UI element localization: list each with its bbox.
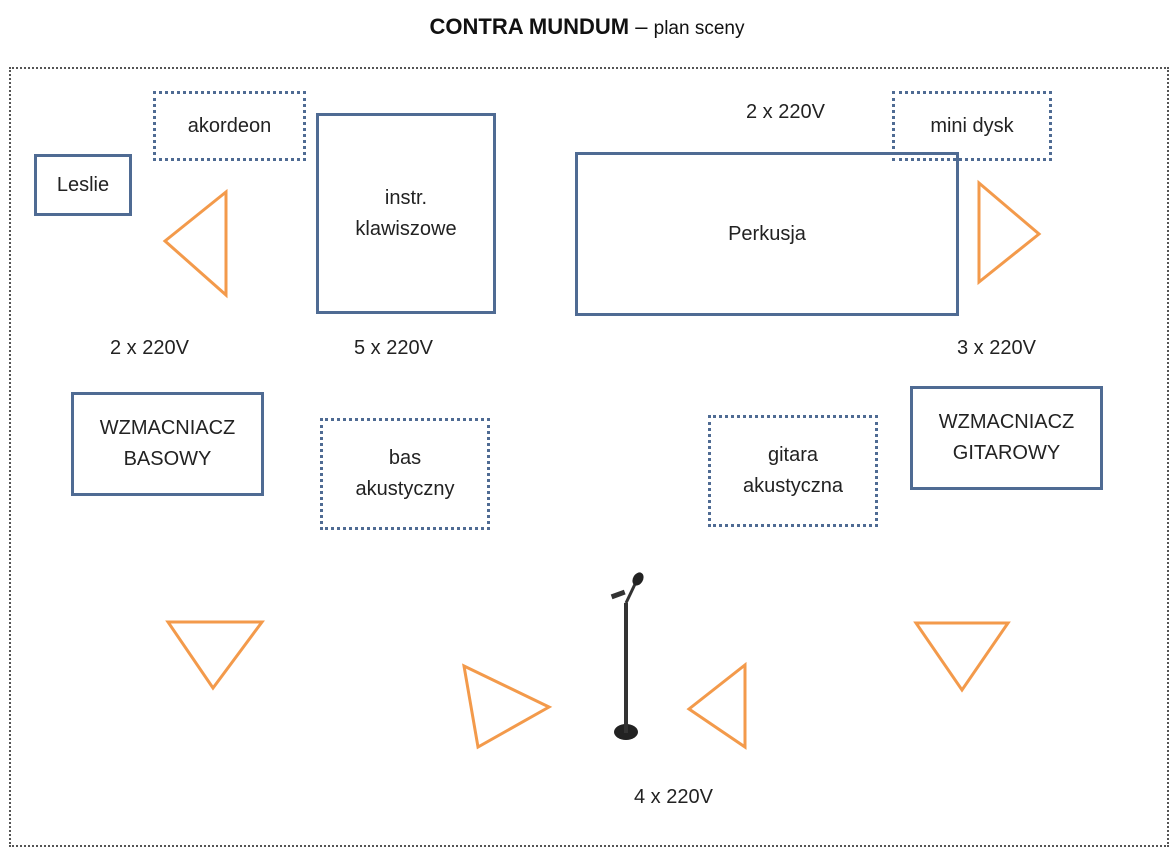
akordeon-box: akordeon xyxy=(153,91,306,161)
power-label-right: 3 x 220V xyxy=(957,337,1036,359)
drums-box: Perkusja xyxy=(575,152,959,316)
power-label-drums: 2 x 220V xyxy=(746,101,825,123)
bass-amp-box: WZMACNIACZ BASOWY xyxy=(71,392,264,496)
microphone-stand-icon xyxy=(610,572,644,740)
title-separator: – xyxy=(635,14,648,39)
power-label-left: 2 x 220V xyxy=(110,337,189,359)
minidisc-box: mini dysk xyxy=(892,91,1052,161)
stage-area xyxy=(9,67,1169,847)
monitor-left-top-icon xyxy=(162,188,228,299)
leslie-box: Leslie xyxy=(34,154,132,216)
monitor-center-right-icon xyxy=(686,661,747,750)
monitor-right-bottom-icon xyxy=(913,621,1011,693)
power-label-center: 4 x 220V xyxy=(634,786,713,808)
acoustic-guitar-box: gitara akustyczna xyxy=(708,415,878,527)
band-name: CONTRA MUNDUM xyxy=(429,14,630,39)
guitar-amp-box: WZMACNIACZ GITAROWY xyxy=(910,386,1103,490)
monitor-center-left-icon xyxy=(462,663,553,750)
title-subtitle: plan sceny xyxy=(653,18,745,39)
monitor-left-bottom-icon xyxy=(165,620,265,691)
monitor-right-top-icon xyxy=(977,179,1042,286)
keyboards-box: instr. klawiszowe xyxy=(316,113,496,314)
stage-plan-title: CONTRA MUNDUM – plan sceny xyxy=(0,14,1174,40)
acoustic-bass-box: bas akustyczny xyxy=(320,418,490,530)
power-label-keyboards: 5 x 220V xyxy=(354,337,433,359)
